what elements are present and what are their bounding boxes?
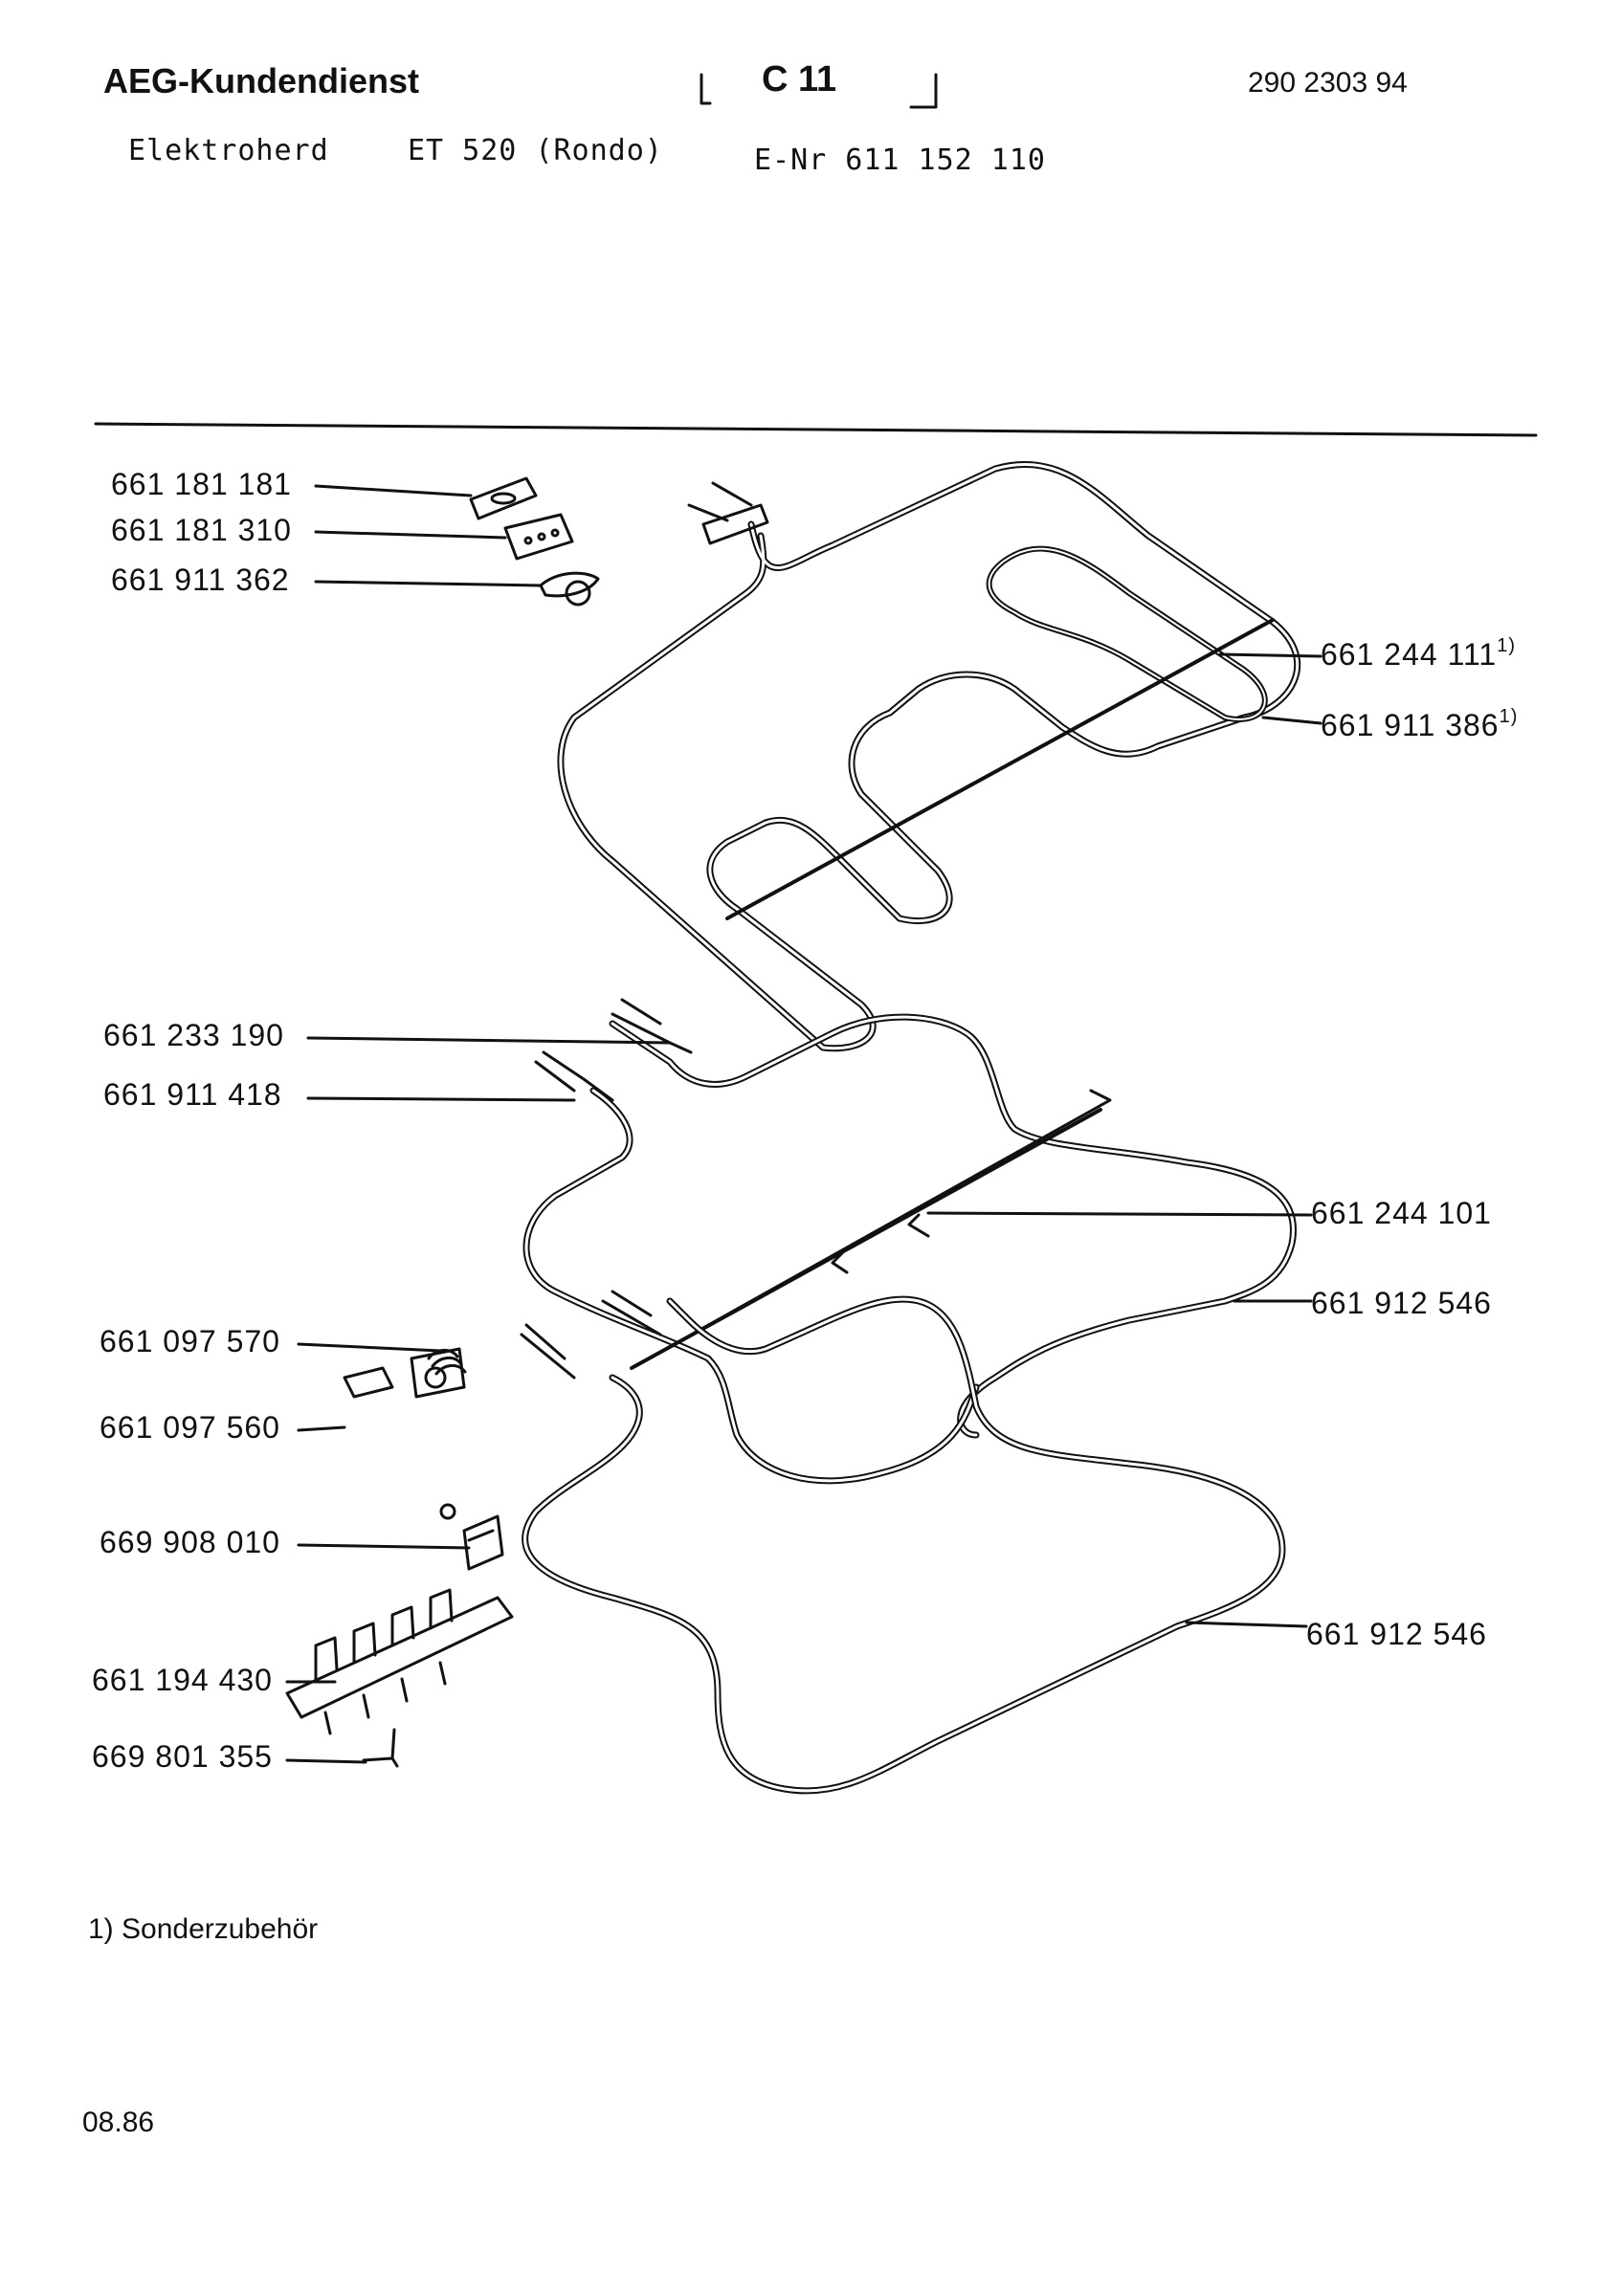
e-number: E-Nr 611 152 110 [754,144,1046,177]
part-label: 661 194 430 [92,1663,273,1697]
leader-p10 [297,1342,442,1353]
flange-part [503,513,574,561]
seal-part [469,476,538,520]
leader-p11 [297,1425,346,1432]
bracket-part [439,1503,504,1571]
part-label: 661 097 570 [100,1324,280,1358]
part-number: 661 911 386 [1321,708,1500,742]
part-label: 661 181 181 [111,467,292,501]
terminal-block-part [285,1588,514,1735]
leader-p2 [314,530,507,540]
model-name: ET 520 (Rondo) [408,134,663,167]
appliance-type: Elektroherd [128,134,329,167]
thermostat-knob-part [343,1347,466,1399]
part-label: 669 801 355 [92,1739,273,1774]
footnote: 1) Sonderzubehör [88,1913,319,1945]
bottom-heating-element-lower [520,1290,1286,1795]
document-number: 290 2303 94 [1248,67,1408,99]
leader-p15 [1185,1621,1308,1628]
part-label: 661 244 101 [1311,1196,1492,1230]
frame-mark-right [909,73,938,109]
date-code: 08.86 [82,2107,155,2138]
leader-p6 [306,1036,672,1045]
part-label: 661 911 418 [103,1077,282,1112]
brand-title: AEG-Kundendienst [103,61,419,100]
part-label: 661 912 546 [1306,1617,1487,1651]
clip-part [539,571,600,607]
section-code: C 11 [762,59,837,99]
part-label: 661 097 560 [100,1410,280,1445]
leader-p8 [926,1211,1313,1217]
part-label: 661 233 190 [103,1018,284,1052]
leader-p1 [314,484,473,497]
part-label-with-note: 661 244 1111) [1321,635,1516,673]
part-label: 661 911 362 [111,563,290,597]
header-rule [94,422,1538,437]
grill-heating-element [557,461,1301,1052]
leader-p7 [306,1096,576,1102]
bottom-heating-element-upper [522,998,1297,1485]
part-label-with-note: 661 911 3861) [1321,706,1518,743]
footnote-ref: 1) [1499,706,1519,727]
leader-p4 [1218,652,1322,658]
clip-part-small [362,1728,399,1768]
frame-mark-left [700,73,712,105]
leader-p14 [285,1758,367,1764]
leader-p3 [314,580,543,587]
part-label: 661 181 310 [111,513,292,547]
part-label: 661 912 546 [1311,1286,1492,1320]
leader-p5 [1261,716,1322,725]
footnote-ref: 1) [1497,635,1516,656]
part-label: 669 908 010 [100,1525,280,1559]
spring-part [427,1349,467,1376]
leader-p12 [297,1543,471,1550]
part-number: 661 244 111 [1321,637,1498,672]
